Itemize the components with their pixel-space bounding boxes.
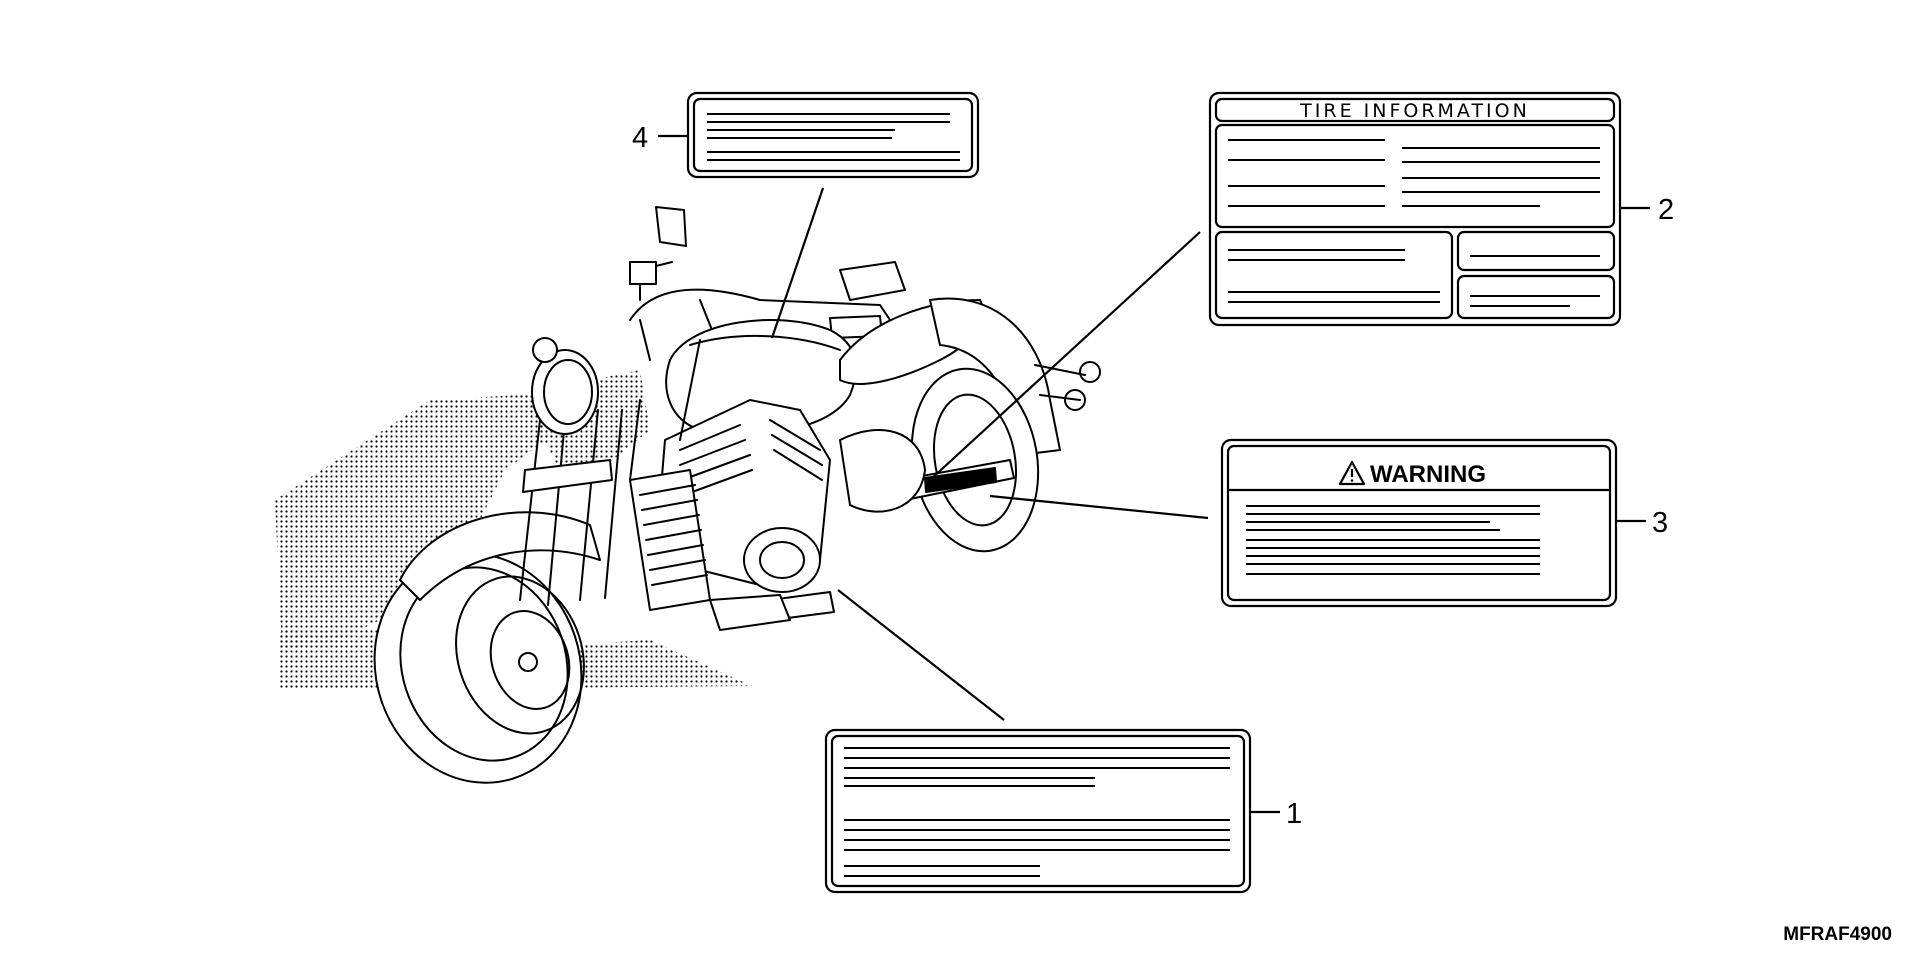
tire-information-label-2[interactable]: TIRE INFORMATION 2 [1208,91,1674,327]
fuel-tank [665,319,857,435]
label-1-text-lines [844,747,1230,877]
handlebar [629,288,891,321]
diagram-code: MFRAF4900 [1783,924,1892,945]
rear-rack [1034,364,1086,401]
leader-line-3 [989,494,1209,520]
callout-number-3: 3 [1652,507,1668,539]
frame-downtube [629,339,701,481]
leader-line-1 [837,589,1005,721]
leader-line-4 [770,187,825,339]
fork-brace [522,459,613,493]
warning-label-text-lines [1246,505,1540,575]
label-4-text-lines [707,113,960,161]
brake-reservoir [629,261,657,285]
callout-number-4: 4 [632,122,648,154]
callout-number-1: 1 [1286,798,1302,830]
headlight [531,349,599,435]
motorcycle-illustration [275,206,1101,784]
headlight-lens [543,359,593,425]
caution-label-1[interactable]: 1 [824,728,1302,894]
engine-cover [743,527,821,593]
front-fender [399,511,601,601]
warning-label-3[interactable]: WARNING 3 [1220,438,1668,608]
engine-cover-inner [759,541,805,579]
radiator-grille [639,484,708,586]
warning-triangle-icon [1338,460,1366,486]
warning-title: WARNING [1370,461,1486,488]
exhaust [709,594,791,631]
air-cleaner [839,429,926,513]
swingarm-label [924,467,997,493]
leader-line-2 [929,231,1201,481]
front-rim [455,575,585,735]
rear-rim [932,393,1018,527]
front-disc [489,610,571,710]
rear-fender [929,297,1061,456]
cylinder-fins [679,419,823,496]
tire-information-title: TIRE INFORMATION [1299,100,1530,122]
mirror [655,206,687,247]
seat-back [839,261,906,301]
shadow-shading [275,395,560,650]
caution-label-4[interactable]: 4 [632,91,980,179]
tire-label-text-lines [1228,139,1600,307]
callout-number-2: 2 [1658,194,1674,226]
tank-stripe [689,334,841,351]
tail-light-left [1079,361,1101,383]
front-hub [518,652,538,672]
front-fork [519,409,623,606]
leader-lines [770,187,1209,721]
turn-signal-left [532,337,558,363]
